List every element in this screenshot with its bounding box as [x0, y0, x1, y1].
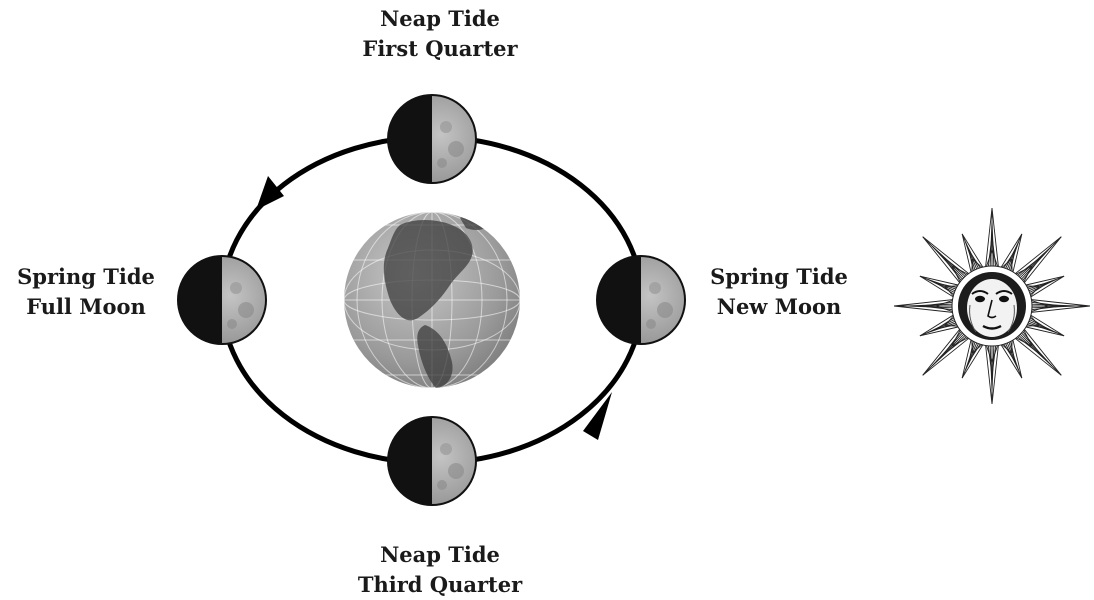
half-moon-icon — [388, 95, 476, 183]
label-line-2: Third Quarter — [330, 570, 550, 600]
label-line-1: Spring Tide — [694, 262, 864, 292]
moon-third-quarter — [388, 417, 476, 505]
label-line-1: Neap Tide — [330, 540, 550, 570]
label-line-2: New Moon — [694, 292, 864, 322]
earth-globe-icon — [344, 212, 520, 388]
label-line-2: Full Moon — [0, 292, 176, 322]
half-moon-icon — [597, 256, 685, 344]
half-moon-icon — [178, 256, 266, 344]
orbit-arrow-upper-left — [256, 176, 284, 210]
label-neap-tide-first-quarter: Neap Tide First Quarter — [340, 4, 540, 64]
label-line-1: Spring Tide — [0, 262, 176, 292]
moon-first-quarter — [388, 95, 476, 183]
label-spring-tide-new-moon: Spring Tide New Moon — [694, 262, 864, 322]
sun-face-icon — [894, 208, 1090, 404]
half-moon-icon — [388, 417, 476, 505]
moon-full-moon — [178, 256, 266, 344]
moon-new-moon — [597, 256, 685, 344]
label-neap-tide-third-quarter: Neap Tide Third Quarter — [330, 540, 550, 600]
label-line-2: First Quarter — [340, 34, 540, 64]
label-spring-tide-full-moon: Spring Tide Full Moon — [0, 262, 176, 322]
label-line-1: Neap Tide — [340, 4, 540, 34]
